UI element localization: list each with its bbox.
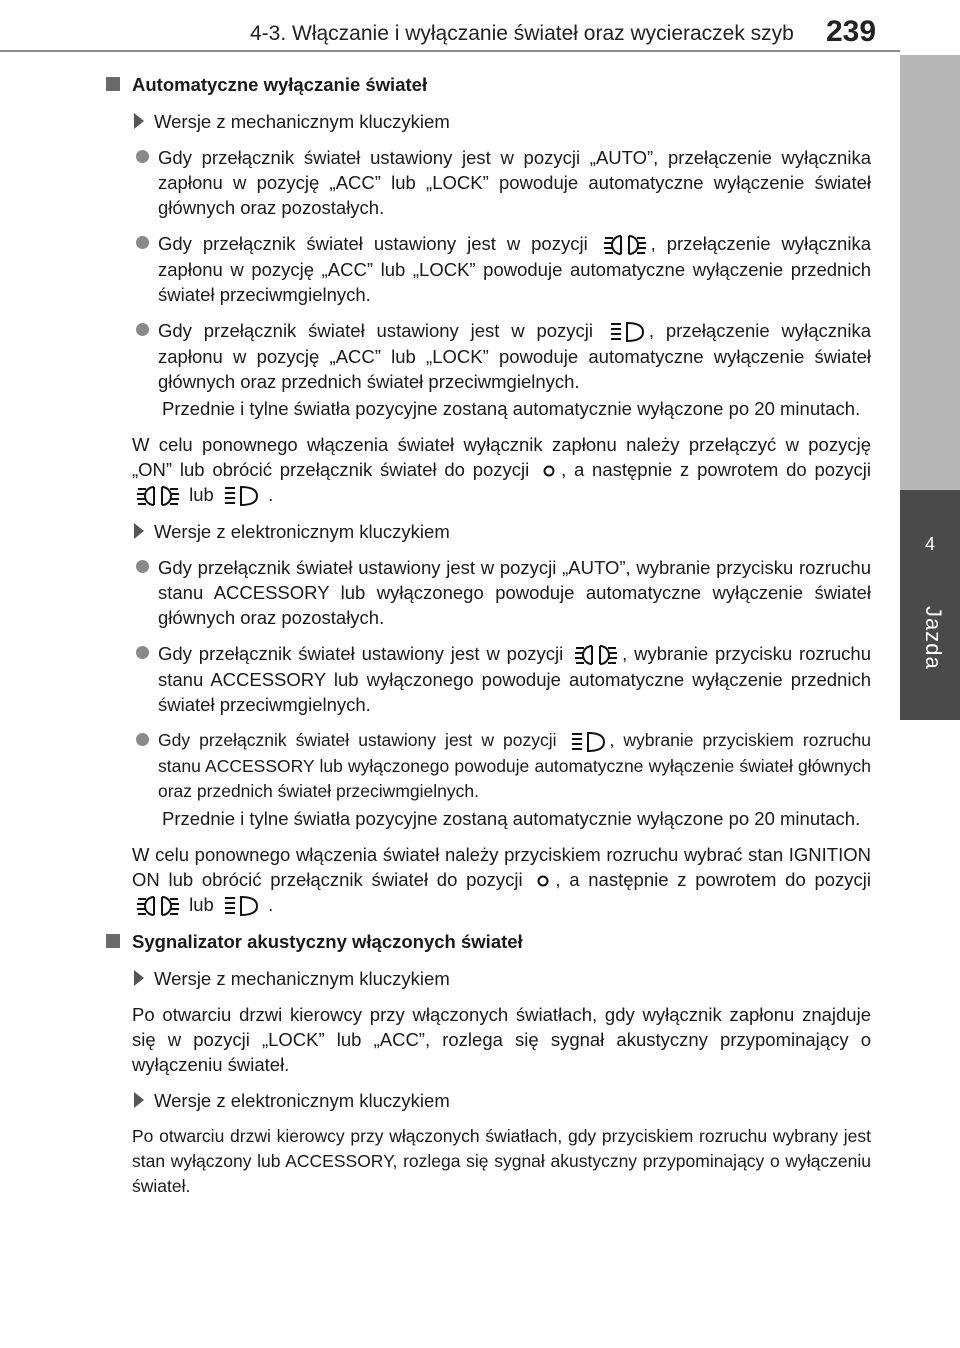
lights-off-icon [533, 871, 553, 891]
circle-bullet-icon [136, 646, 149, 660]
header-rule [0, 50, 900, 52]
lights-off-icon [539, 461, 559, 481]
square-bullet-icon [106, 77, 120, 91]
list-item: Gdy przełącznik świateł ustawiony jest w… [106, 318, 871, 394]
page-content: Automatyczne wyłączanie świateł Wersje z… [106, 72, 871, 1210]
list-item: Gdy przełącznik świateł ustawiony jest w… [106, 641, 871, 717]
triangle-bullet-icon [134, 523, 144, 540]
headlight-icon [607, 320, 647, 344]
subheading: Wersje z elektronicznym kluczykiem [106, 1088, 871, 1113]
chapter-title: 4-3. Włączanie i wyłączanie świateł oraz… [250, 22, 794, 45]
subheading: Wersje z elektronicznym kluczykiem [106, 519, 871, 544]
subheading: Wersje z mechanicznym kluczykiem [106, 109, 871, 134]
paragraph: W celu ponownego włączenia świateł wyłąc… [106, 432, 871, 508]
fog-position-light-icon [572, 643, 620, 667]
list-item: Gdy przełącznik świateł ustawiony jest w… [106, 145, 871, 220]
list-item: Gdy przełącznik świateł ustawiony jest w… [106, 231, 871, 307]
fog-position-light-icon [134, 894, 182, 918]
triangle-bullet-icon [134, 113, 144, 129]
headlight-icon [568, 730, 608, 754]
fog-position-light-icon [134, 484, 182, 508]
list-item: Gdy przełącznik świateł ustawiony jest w… [106, 555, 871, 630]
headlight-icon [221, 894, 261, 918]
paragraph: Po otwarciu drzwi kierowcy przy włączony… [132, 1003, 871, 1075]
headlight-icon [221, 484, 261, 508]
side-tab-upper [900, 55, 960, 495]
circle-bullet-icon [136, 323, 149, 337]
circle-bullet-icon [136, 733, 149, 747]
square-bullet-icon [106, 933, 120, 948]
paragraph: Po otwarciu drzwi kierowcy przy włączony… [132, 1125, 871, 1196]
section-heading: Automatyczne wyłączanie świateł [106, 72, 871, 97]
list-item: Gdy przełącznik świateł ustawiony jest w… [106, 728, 871, 803]
subheading: Wersje z mechanicznym kluczykiem [106, 966, 871, 991]
circle-bullet-icon [136, 560, 149, 574]
side-tab-number: 4 [924, 534, 935, 554]
section-heading: Sygnalizator akustyczny włączonych świat… [106, 929, 871, 954]
page-number: 239 [826, 15, 877, 48]
fog-position-light-icon [601, 233, 649, 257]
triangle-bullet-icon [134, 1091, 144, 1108]
note: Przednie i tylne światła pozycyjne zosta… [162, 807, 861, 829]
side-tab-label: Jazda [921, 606, 946, 670]
paragraph: W celu ponownego włączenia świateł należ… [106, 842, 871, 918]
circle-bullet-icon [136, 150, 149, 163]
side-tab [900, 490, 960, 720]
triangle-bullet-icon [134, 969, 144, 986]
note: Przednie i tylne światła pozycyjne zosta… [162, 398, 861, 420]
circle-bullet-icon [136, 236, 149, 249]
